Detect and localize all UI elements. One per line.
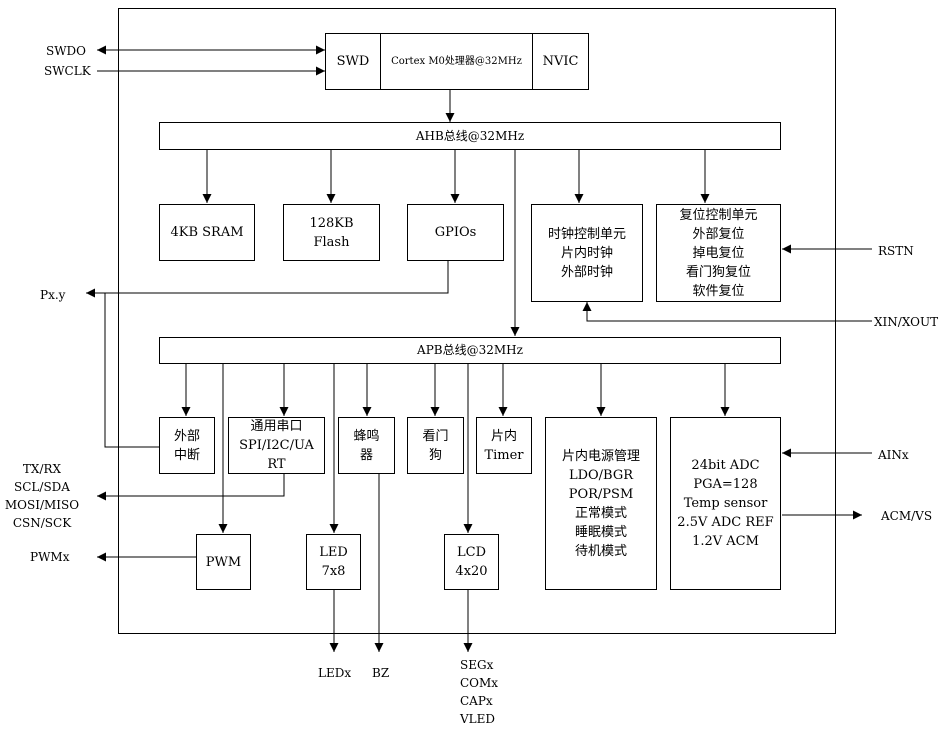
lcd-label-line1: LCD [456, 545, 486, 560]
buzzer-block: 蜂鸣 器 [338, 417, 395, 474]
uart-label-line3: RT [267, 457, 286, 472]
cortex-core-label: Cortex M0处理器@32MHz [391, 56, 522, 67]
lcd-pin-line4: VLED [460, 712, 496, 726]
led-driver-block: LED 7x8 [306, 534, 361, 590]
flash-label-line2: Flash [313, 234, 350, 250]
pxy-extint-wire [104, 293, 159, 448]
reset-label-line3: 掉电复位 [692, 245, 745, 261]
serial-signal-line3: MOSI/MISO [4, 498, 80, 512]
ainx-signal: AINx [878, 448, 909, 462]
adc-label-line1: 24bit ADC [691, 458, 760, 473]
clock-label-line1: 时钟控制单元 [547, 226, 626, 242]
ahb-bus-label: AHB总线@32MHz [415, 128, 525, 143]
clock-label-line2: 片内时钟 [560, 245, 613, 261]
gpio-pxy-wire [86, 261, 449, 298]
nvic-label: NVIC [542, 54, 579, 69]
buzzer-label-line1: 蜂鸣 [353, 428, 380, 444]
clock-label-line3: 外部时钟 [560, 264, 613, 280]
xin-xout-signal: XIN/XOUT [874, 315, 939, 329]
bz-signal: BZ [372, 666, 390, 680]
pwm-block: PWM [196, 534, 251, 590]
led-label-line2: 7x8 [321, 564, 346, 579]
cortex-core-block: Cortex M0处理器@32MHz [380, 33, 533, 90]
clock-control-block: 时钟控制单元 片内时钟 外部时钟 [531, 204, 643, 302]
xin-wire [582, 302, 872, 322]
swdo-signal: SWDO [46, 44, 87, 58]
reset-label-line4: 看门狗复位 [685, 264, 751, 280]
ledx-signal: LEDx [318, 666, 352, 680]
reset-label-line5: 软件复位 [692, 283, 745, 299]
rstn-signal: RSTN [878, 244, 914, 258]
gpio-block: GPIOs [407, 204, 504, 261]
flash-label-line1: 128KB [309, 215, 354, 231]
uart-block: 通用串口 SPI/I2C/UA RT [228, 417, 325, 474]
adc-block: 24bit ADC PGA=128 Temp sensor 2.5V ADC R… [670, 417, 781, 590]
power-label-line3: POR/PSM [568, 486, 634, 502]
reset-label-line2: 外部复位 [692, 226, 745, 242]
adc-label-line4: 2.5V ADC REF [677, 515, 774, 530]
flash-block: 128KB Flash [283, 204, 380, 261]
adc-label-line5: 1.2V ACM [692, 534, 759, 549]
power-label-line6: 待机模式 [574, 543, 627, 559]
timer-label-line2: Timer [484, 447, 524, 463]
lcd-pin-signals: SEGx COMx CAPx VLED [460, 656, 498, 728]
power-label-line5: 睡眠模式 [574, 524, 627, 540]
watchdog-label-line1: 看门 [422, 428, 449, 444]
timer-block: 片内 Timer [476, 417, 532, 474]
buzzer-label-line2: 器 [359, 447, 373, 463]
uart-serial-wire [97, 474, 285, 501]
led-label-line1: LED [319, 545, 348, 560]
serial-signal-line2: SCL/SDA [14, 480, 70, 494]
lcd-pin-line1: SEGx [460, 658, 494, 672]
watchdog-block: 看门 狗 [407, 417, 464, 474]
apb-bus-label: APB总线@32MHz [417, 343, 523, 357]
reset-label-line1: 复位控制单元 [679, 207, 758, 223]
sram-block: 4KB SRAM [159, 204, 255, 261]
uart-label-line2: SPI/I2C/UA [239, 438, 314, 453]
swd-label: SWD [336, 54, 370, 69]
lcd-pin-line2: COMx [460, 676, 499, 690]
adc-label-line3: Temp sensor [683, 496, 768, 511]
serial-signal-line4: CSN/SCK [12, 516, 72, 530]
power-label-line2: LDO/BGR [568, 467, 634, 483]
ahb-bus: AHB总线@32MHz [159, 122, 781, 150]
sram-label: 4KB SRAM [170, 225, 244, 240]
pxy-signal: Px.y [40, 288, 66, 302]
power-label-line4: 正常模式 [574, 505, 627, 521]
lcd-driver-block: LCD 4x20 [444, 534, 499, 590]
power-label-line1: 片内电源管理 [561, 448, 640, 464]
watchdog-label-line2: 狗 [428, 447, 442, 463]
pwm-label: PWM [205, 554, 242, 570]
acm-vs-signal: ACM/VS [881, 509, 933, 523]
serial-signals: TX/RX SCL/SDA MOSI/MISO CSN/SCK [4, 460, 80, 532]
ext-interrupt-block: 外部 中断 [159, 417, 215, 474]
timer-label-line1: 片内 [490, 428, 517, 444]
nvic-block: NVIC [532, 33, 589, 90]
pwmx-signal: PWMx [30, 550, 70, 564]
adc-label-line2: PGA=128 [693, 477, 758, 492]
reset-control-block: 复位控制单元 外部复位 掉电复位 看门狗复位 软件复位 [656, 204, 781, 302]
uart-label-line1: 通用串口 [250, 419, 303, 434]
power-management-block: 片内电源管理 LDO/BGR POR/PSM 正常模式 睡眠模式 待机模式 [545, 417, 657, 590]
swd-block: SWD [325, 33, 381, 90]
serial-signal-line1: TX/RX [22, 462, 62, 476]
ext-int-label-line2: 中断 [173, 447, 200, 463]
lcd-pin-line3: CAPx [460, 694, 493, 708]
ext-int-label-line1: 外部 [173, 428, 200, 444]
apb-bus: APB总线@32MHz [159, 337, 781, 364]
swclk-signal: SWCLK [44, 64, 91, 78]
gpio-label: GPIOs [434, 225, 477, 240]
lcd-label-line2: 4x20 [455, 564, 488, 579]
